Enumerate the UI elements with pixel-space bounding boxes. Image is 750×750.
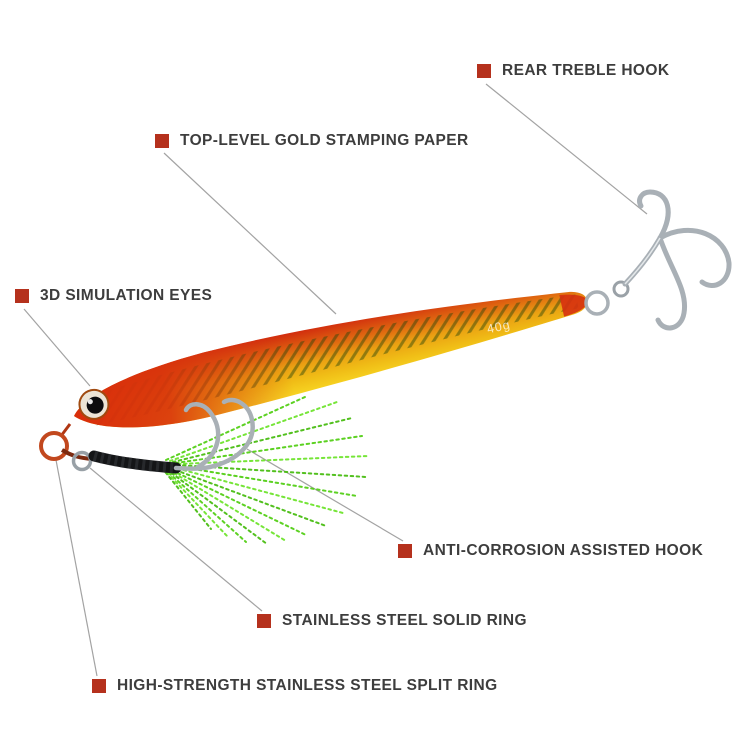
leader-line-gold-stamping-paper [163,152,337,315]
callout-simulation-eyes: 3D SIMULATION EYES [15,287,212,305]
callout-gold-stamping-paper: TOP-LEVEL GOLD STAMPING PAPER [155,132,469,150]
rear-rig [584,189,732,331]
callout-rear-treble-hook: REAR TREBLE HOOK [477,62,669,80]
red-square-icon [155,134,169,148]
leader-line-simulation-eyes [23,308,91,387]
leader-line-rear-treble-hook [485,83,648,215]
callout-label: ANTI-CORROSION ASSISTED HOOK [423,542,704,559]
callout-label: HIGH-STRENGTH STAINLESS STEEL SPLIT RING [117,677,498,694]
leader-line-assisted-hook [246,448,404,542]
callout-assisted-hook: ANTI-CORROSION ASSISTED HOOK [398,542,703,560]
split-ring [39,431,69,461]
red-square-icon [15,289,29,303]
callout-split-ring: HIGH-STRENGTH STAINLESS STEEL SPLIT RING [92,677,498,695]
3d-eye [78,388,110,420]
eye-glint [87,399,93,405]
leader-line-solid-ring [89,467,263,612]
red-square-icon [398,544,412,558]
rear-treble-hook [622,189,732,331]
callout-label: STAINLESS STEEL SOLID RING [282,612,527,629]
callout-label: TOP-LEVEL GOLD STAMPING PAPER [180,132,469,149]
leader-line-split-ring [55,459,98,677]
assist-hook [173,397,255,471]
red-square-icon [92,679,106,693]
front-rig [39,397,255,474]
rear-hook-eye [612,280,630,298]
rear-hook-highlight [624,237,661,285]
lure-body-group: 40g [74,291,588,428]
callout-label: 3D SIMULATION EYES [40,287,213,304]
red-square-icon [257,614,271,628]
solid-ring [71,450,93,472]
red-square-icon [477,64,491,78]
red-head-overlay [74,291,588,428]
rear-split-ring [584,290,610,316]
leader-lines [23,83,648,677]
binding-wraps [92,450,177,474]
callout-label: REAR TREBLE HOOK [502,62,670,79]
tail-red-tip [559,294,588,317]
callout-solid-ring: STAINLESS STEEL SOLID RING [257,612,527,630]
weight-marking: 40g [486,318,512,337]
